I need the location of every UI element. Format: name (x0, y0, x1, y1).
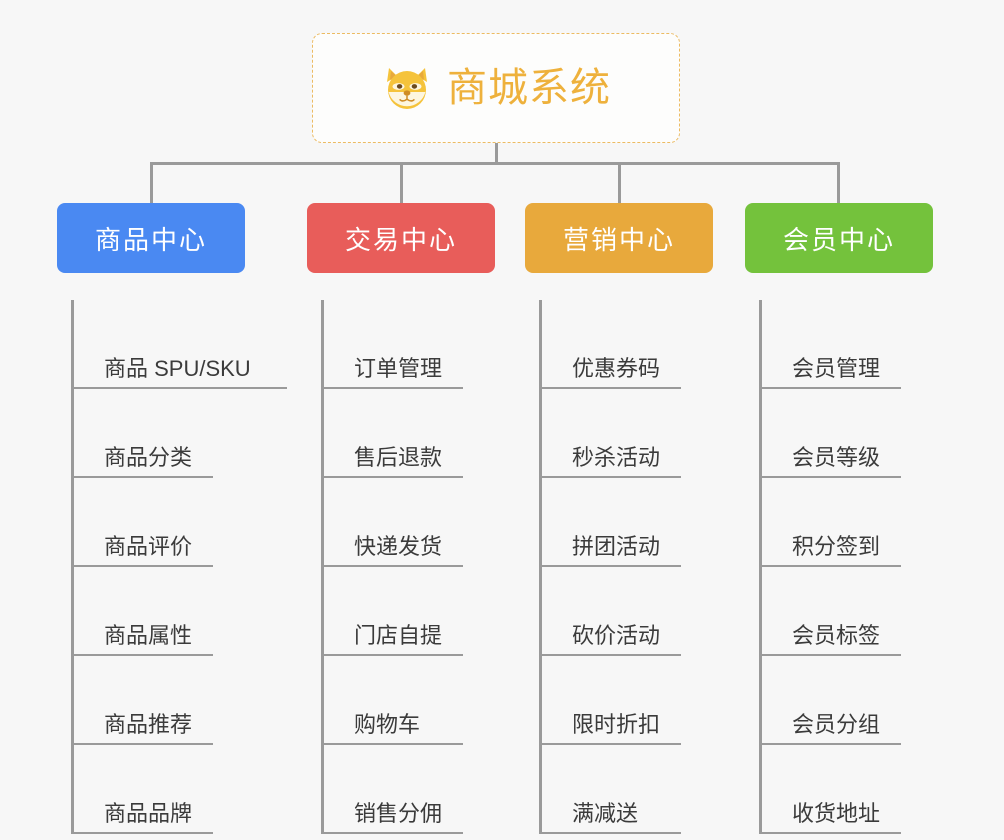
leaf-list-3: 会员管理 会员等级 积分签到 会员标签 会员分组 收货地址 (759, 300, 933, 834)
leaf-item[interactable]: 商品分类 (74, 389, 213, 478)
leaf-label: 商品推荐 (104, 712, 193, 737)
leaf-label: 销售分佣 (354, 801, 443, 826)
connector-drop-0 (150, 162, 153, 204)
leaf-label: 砍价活动 (572, 623, 661, 648)
leaf-label: 商品 SPU/SKU (104, 356, 251, 381)
leaf-label: 订单管理 (354, 356, 443, 381)
leaf-item[interactable]: 砍价活动 (542, 567, 681, 656)
leaf-label: 收货地址 (792, 801, 881, 826)
leaf-label: 会员分组 (792, 712, 881, 737)
leaf-item[interactable]: 会员管理 (762, 300, 901, 389)
leaf-label: 会员标签 (792, 623, 881, 648)
leaf-label: 商品属性 (104, 623, 193, 648)
root-node[interactable]: 商城系统 (312, 33, 680, 143)
category-column-2: 营销中心 优惠券码 秒杀活动 拼团活动 砍价活动 限时折扣 满减送 (525, 203, 713, 834)
leaf-label: 秒杀活动 (572, 445, 661, 470)
leaf-list-0: 商品 SPU/SKU 商品分类 商品评价 商品属性 商品推荐 商品品牌 (71, 300, 287, 834)
leaf-item[interactable]: 商品评价 (74, 478, 213, 567)
leaf-list-1: 订单管理 售后退款 快递发货 门店自提 购物车 销售分佣 (321, 300, 495, 834)
leaf-item[interactable]: 拼团活动 (542, 478, 681, 567)
connector-drop-3 (837, 162, 840, 204)
leaf-label: 商品分类 (104, 445, 193, 470)
category-column-0: 商品中心 商品 SPU/SKU 商品分类 商品评价 商品属性 商品推荐 商品品牌 (57, 203, 287, 834)
leaf-item[interactable]: 门店自提 (324, 567, 463, 656)
leaf-item[interactable]: 会员等级 (762, 389, 901, 478)
connector-drop-2 (618, 162, 621, 204)
leaf-label: 积分签到 (792, 534, 881, 559)
category-label-0: 商品中心 (94, 224, 207, 255)
leaf-item[interactable]: 购物车 (324, 656, 463, 745)
category-column-3: 会员中心 会员管理 会员等级 积分签到 会员标签 会员分组 收货地址 (745, 203, 933, 834)
category-box-2[interactable]: 营销中心 (525, 203, 713, 273)
leaf-item[interactable]: 商品推荐 (74, 656, 213, 745)
leaf-label: 拼团活动 (572, 534, 661, 559)
leaf-label: 快递发货 (354, 534, 443, 559)
category-label-1: 交易中心 (344, 224, 457, 255)
connector-root-stem (495, 143, 498, 164)
connector-horizontal-bus (150, 162, 840, 165)
leaf-item[interactable]: 快递发货 (324, 478, 463, 567)
leaf-label: 限时折扣 (572, 712, 661, 737)
shiba-dog-face-icon (381, 62, 433, 114)
leaf-item[interactable]: 订单管理 (324, 300, 463, 389)
category-column-1: 交易中心 订单管理 售后退款 快递发货 门店自提 购物车 销售分佣 (307, 203, 495, 834)
leaf-label: 购物车 (354, 712, 421, 737)
leaf-label: 商品品牌 (104, 801, 193, 826)
leaf-item[interactable]: 满减送 (542, 745, 681, 834)
root-title: 商城系统 (447, 66, 611, 110)
leaf-item[interactable]: 商品品牌 (74, 745, 213, 834)
leaf-item[interactable]: 会员标签 (762, 567, 901, 656)
leaf-label: 售后退款 (354, 445, 443, 470)
category-box-3[interactable]: 会员中心 (745, 203, 933, 273)
leaf-label: 优惠券码 (572, 356, 661, 381)
leaf-item[interactable]: 商品 SPU/SKU (74, 300, 287, 389)
category-label-2: 营销中心 (562, 224, 675, 255)
leaf-item[interactable]: 商品属性 (74, 567, 213, 656)
leaf-label: 满减送 (572, 801, 639, 826)
leaf-item[interactable]: 收货地址 (762, 745, 901, 834)
leaf-label: 会员管理 (792, 356, 881, 381)
leaf-item[interactable]: 积分签到 (762, 478, 901, 567)
leaf-item[interactable]: 限时折扣 (542, 656, 681, 745)
leaf-label: 会员等级 (792, 445, 881, 470)
category-box-0[interactable]: 商品中心 (57, 203, 245, 273)
leaf-list-2: 优惠券码 秒杀活动 拼团活动 砍价活动 限时折扣 满减送 (539, 300, 713, 834)
leaf-item[interactable]: 秒杀活动 (542, 389, 681, 478)
category-label-3: 会员中心 (782, 224, 895, 255)
connector-drop-1 (400, 162, 403, 204)
category-box-1[interactable]: 交易中心 (307, 203, 495, 273)
leaf-label: 门店自提 (354, 623, 443, 648)
leaf-item[interactable]: 会员分组 (762, 656, 901, 745)
leaf-item[interactable]: 销售分佣 (324, 745, 463, 834)
leaf-item[interactable]: 售后退款 (324, 389, 463, 478)
leaf-label: 商品评价 (104, 534, 193, 559)
leaf-item[interactable]: 优惠券码 (542, 300, 681, 389)
